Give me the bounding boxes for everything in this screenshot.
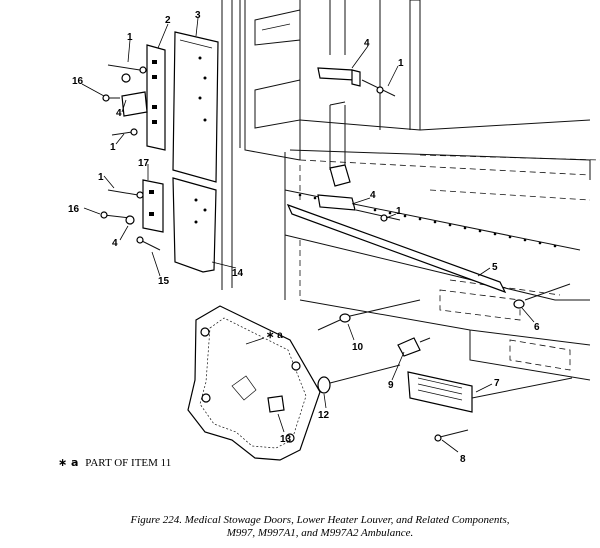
callout-10: 10 — [352, 342, 364, 353]
callout-1: 1 — [396, 206, 402, 217]
grommet-part — [513, 283, 571, 309]
note-marker: ∗ a — [58, 456, 79, 469]
lower-stowage-door — [172, 177, 217, 273]
rivet-row — [298, 193, 557, 248]
callout-4: 4 — [116, 108, 122, 119]
callout-labels: 1 2 3 16 4 1 17 1 16 4 15 14 4 1 4 1 5 6… — [68, 10, 540, 465]
leader-lines — [81, 17, 535, 453]
vehicle-interior — [221, 0, 600, 381]
upper-hinge — [121, 44, 166, 151]
note-text: PART OF ITEM 11 — [85, 457, 172, 469]
callout-1: 1 — [398, 58, 404, 69]
caption-line-2: M997, M997A1, and M997A2 Ambulance. — [226, 527, 414, 539]
screw-part — [434, 429, 469, 442]
callout-4: 4 — [112, 238, 118, 249]
fitting-part — [397, 337, 431, 357]
callout-4: 4 — [370, 190, 376, 201]
callout-16: 16 — [72, 76, 84, 87]
bolt-part — [317, 299, 421, 331]
callout-5: 5 — [492, 262, 498, 273]
callout-1: 1 — [110, 142, 116, 153]
caption-line-1: Figure 224. Medical Stowage Doors, Lower… — [130, 514, 510, 526]
heater-louver — [407, 371, 573, 413]
clip-part — [267, 395, 285, 413]
upper-stowage-door — [172, 31, 219, 183]
rail-strip — [286, 203, 507, 294]
callout-1: 1 — [127, 32, 133, 43]
ring-part — [317, 364, 401, 394]
callout-6: 6 — [534, 322, 540, 333]
figure-caption: Figure 224. Medical Stowage Doors, Lower… — [60, 514, 580, 540]
part-of-item-note: ∗ a PART OF ITEM 11 — [58, 456, 171, 469]
cover-panel — [187, 305, 321, 461]
callout-15: 15 — [158, 276, 170, 287]
callout-17: 17 — [138, 158, 150, 169]
callout-2: 2 — [165, 15, 171, 26]
fasteners — [100, 64, 161, 251]
callout-a: ∗ a — [266, 330, 283, 341]
callout-13: 13 — [280, 434, 292, 445]
callout-14: 14 — [232, 268, 244, 279]
lower-hinge — [142, 179, 164, 233]
callout-9: 9 — [388, 380, 394, 391]
callout-8: 8 — [460, 454, 466, 465]
callout-3: 3 — [195, 10, 201, 21]
upper-latch — [317, 67, 396, 97]
callout-12: 12 — [318, 410, 330, 421]
callout-7: 7 — [494, 378, 500, 389]
callout-1: 1 — [98, 172, 104, 183]
callout-16: 16 — [68, 204, 80, 215]
middle-latch — [317, 164, 401, 222]
callout-4: 4 — [364, 38, 370, 49]
